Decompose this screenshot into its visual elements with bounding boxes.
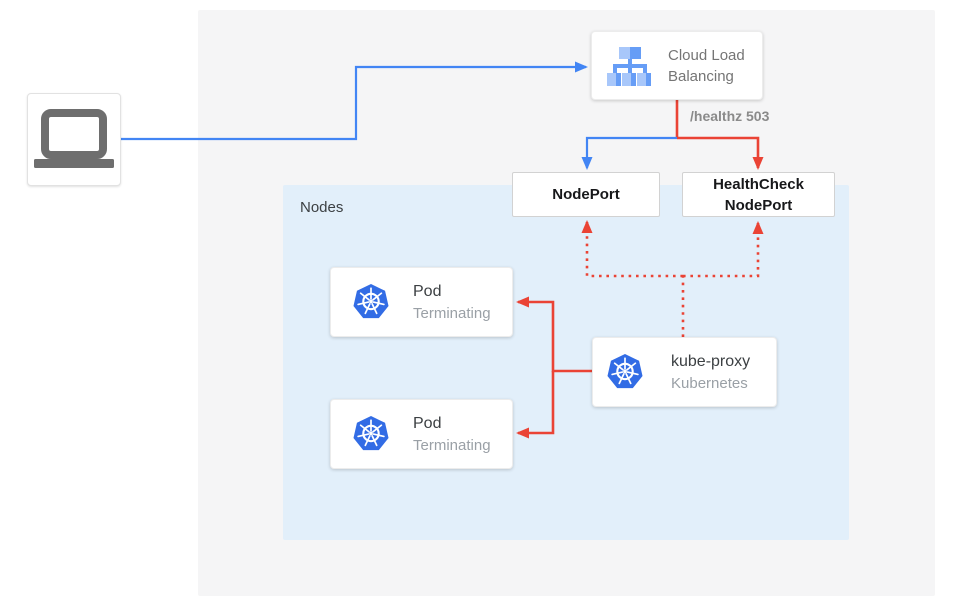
wire-health-to-healthcheck-nodeport bbox=[677, 136, 764, 170]
pod-title: Pod bbox=[413, 414, 442, 432]
kube-proxy-card: kube-proxy Kubernetes bbox=[592, 337, 777, 407]
pod-card-1: Pod Terminating bbox=[330, 267, 513, 337]
nodes-label: Nodes bbox=[300, 199, 344, 216]
kubernetes-icon bbox=[606, 353, 644, 391]
laptop-icon bbox=[34, 108, 114, 168]
cloud-load-balancing-card: Cloud Load Balancing bbox=[591, 31, 763, 100]
client-device-card bbox=[27, 93, 121, 186]
pod-title: Pod bbox=[413, 282, 442, 300]
cloud-load-balancing-icon bbox=[607, 46, 651, 86]
wire-kubeproxy-dotted-to-healthcheck-nodeport bbox=[683, 221, 764, 278]
healthcheck-nodeport-box: HealthCheck NodePort bbox=[682, 172, 835, 217]
kube-proxy-subtitle: Kubernetes bbox=[671, 374, 748, 392]
wire-kubeproxy-dotted-to-nodeport bbox=[581, 220, 683, 278]
wire-traffic-to-nodeport bbox=[581, 136, 677, 170]
pod-card-2: Pod Terminating bbox=[330, 399, 513, 469]
healthz-status-label: /healthz 503 bbox=[690, 108, 770, 124]
wire-kubeproxy-to-pod-2 bbox=[516, 371, 555, 439]
pod-status: Terminating bbox=[413, 304, 491, 322]
cloud-load-balancing-label: Cloud Load Balancing bbox=[668, 46, 745, 85]
kubernetes-icon bbox=[352, 415, 390, 453]
nodeport-box: NodePort bbox=[512, 172, 660, 217]
wire-client-to-clb bbox=[121, 61, 588, 141]
kube-proxy-title: kube-proxy bbox=[671, 352, 751, 370]
pod-status: Terminating bbox=[413, 436, 491, 454]
kubernetes-icon bbox=[352, 283, 390, 321]
wire-kubeproxy-to-pod-1 bbox=[516, 296, 592, 373]
